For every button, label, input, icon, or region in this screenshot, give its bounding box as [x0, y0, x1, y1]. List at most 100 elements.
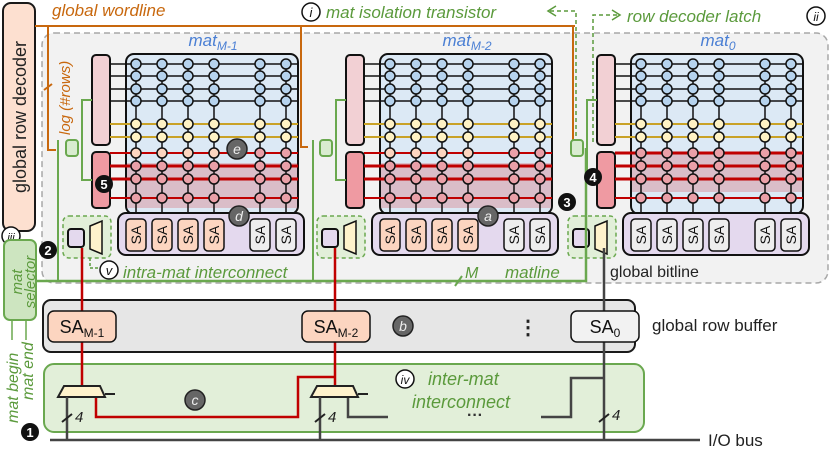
dram-cell	[759, 58, 771, 70]
row-decoder-latch	[570, 139, 584, 157]
local-sense-amp	[503, 218, 525, 252]
svg-text:SA: SA	[532, 225, 548, 244]
isolation-pointer	[550, 10, 577, 142]
dram-cell	[759, 131, 771, 143]
local-row-decoder	[596, 54, 616, 146]
dram-cell	[156, 70, 168, 82]
active-row-decoder	[345, 151, 365, 209]
dram-cell	[635, 147, 647, 159]
dram-cell	[384, 118, 396, 130]
local-sense-amp	[457, 218, 479, 252]
dram-cell	[534, 173, 546, 185]
dram-cell	[661, 147, 673, 159]
row-decoder-latch-label: row decoder latch	[627, 7, 761, 26]
dram-cell	[661, 95, 673, 107]
dram-cell	[687, 160, 699, 172]
mat-isolation-transistor-label: mat isolation transistor	[326, 3, 497, 22]
dram-cell	[759, 192, 771, 204]
global-wordline	[47, 26, 56, 151]
svg-text:b: b	[399, 318, 407, 334]
local-sense-amp	[529, 218, 551, 252]
dram-cell	[156, 58, 168, 70]
dram-cell	[661, 83, 673, 95]
dram-cell	[759, 83, 771, 95]
dram-cell	[156, 160, 168, 172]
mat-label: mat0	[700, 31, 735, 53]
dram-cell	[462, 70, 474, 82]
svg-text:4: 4	[589, 170, 597, 185]
dram-cell	[687, 58, 699, 70]
dram-cell	[156, 95, 168, 107]
svg-text:iii: iii	[7, 232, 15, 244]
dram-cell	[384, 95, 396, 107]
global-wordline-tap-m2	[300, 26, 308, 148]
dram-cell	[508, 95, 520, 107]
dram-cell	[508, 160, 520, 172]
svg-text:SA: SA	[685, 225, 701, 244]
dram-cell	[635, 131, 647, 143]
dram-cell	[384, 160, 396, 172]
dram-cell	[635, 173, 647, 185]
svg-text:SA: SA	[434, 225, 450, 244]
dram-cell	[280, 95, 292, 107]
dram-cell	[687, 147, 699, 159]
dram-cell	[713, 131, 725, 143]
dram-cell	[713, 192, 725, 204]
dram-cell	[508, 70, 520, 82]
dram-cell	[208, 83, 220, 95]
dram-cell	[713, 173, 725, 185]
dram-cell	[635, 95, 647, 107]
global-sense-amp-1: SAM-2	[301, 310, 371, 343]
mat-begin-label: mat begin	[5, 353, 22, 423]
local-sense-amp	[379, 218, 401, 252]
dram-cell	[713, 160, 725, 172]
global-bitline-label: global bitline	[610, 264, 699, 281]
matline	[20, 148, 588, 283]
dram-cell	[687, 131, 699, 143]
dram-cell	[759, 118, 771, 130]
svg-text:SA: SA	[154, 225, 170, 244]
local-sense-amp	[203, 218, 225, 252]
dram-cell	[785, 131, 797, 143]
marker-ii: ii	[806, 6, 826, 26]
dram-cell	[462, 160, 474, 172]
inter-mat-label-2: interconnect	[412, 392, 511, 412]
dram-cell	[280, 58, 292, 70]
matline-width-label: M	[465, 265, 479, 282]
dram-cell	[713, 147, 725, 159]
dram-cell	[508, 192, 520, 204]
marker-iv: iv	[395, 369, 415, 389]
bus-width-0: 4	[612, 407, 620, 424]
dram-cell	[384, 147, 396, 159]
dram-cell	[436, 131, 448, 143]
dram-cell	[156, 173, 168, 185]
letter-marker-d: d	[228, 205, 250, 227]
dram-cell	[182, 147, 194, 159]
svg-text:1: 1	[26, 425, 33, 440]
dram-cell	[534, 95, 546, 107]
dram-cell	[130, 192, 142, 204]
dram-cell	[208, 160, 220, 172]
svg-text:i: i	[310, 5, 314, 20]
svg-text:SA: SA	[460, 225, 476, 244]
row-decoder-latch	[319, 139, 333, 157]
svg-text:SA: SA	[278, 225, 294, 244]
dram-cell	[661, 192, 673, 204]
dram-cell	[508, 131, 520, 143]
dram-cell	[436, 147, 448, 159]
svg-text:SA: SA	[180, 225, 196, 244]
dram-cell	[130, 118, 142, 130]
letter-marker-c: c	[184, 389, 206, 411]
dram-cell	[410, 160, 422, 172]
dram-cell	[713, 95, 725, 107]
svg-text:SA: SA	[633, 225, 649, 244]
dram-cell	[785, 147, 797, 159]
dram-cell	[130, 83, 142, 95]
dram-cell	[687, 70, 699, 82]
svg-text:SA0: SA0	[590, 317, 621, 340]
svg-text:SA: SA	[128, 225, 144, 244]
local-sense-amp	[780, 218, 802, 252]
